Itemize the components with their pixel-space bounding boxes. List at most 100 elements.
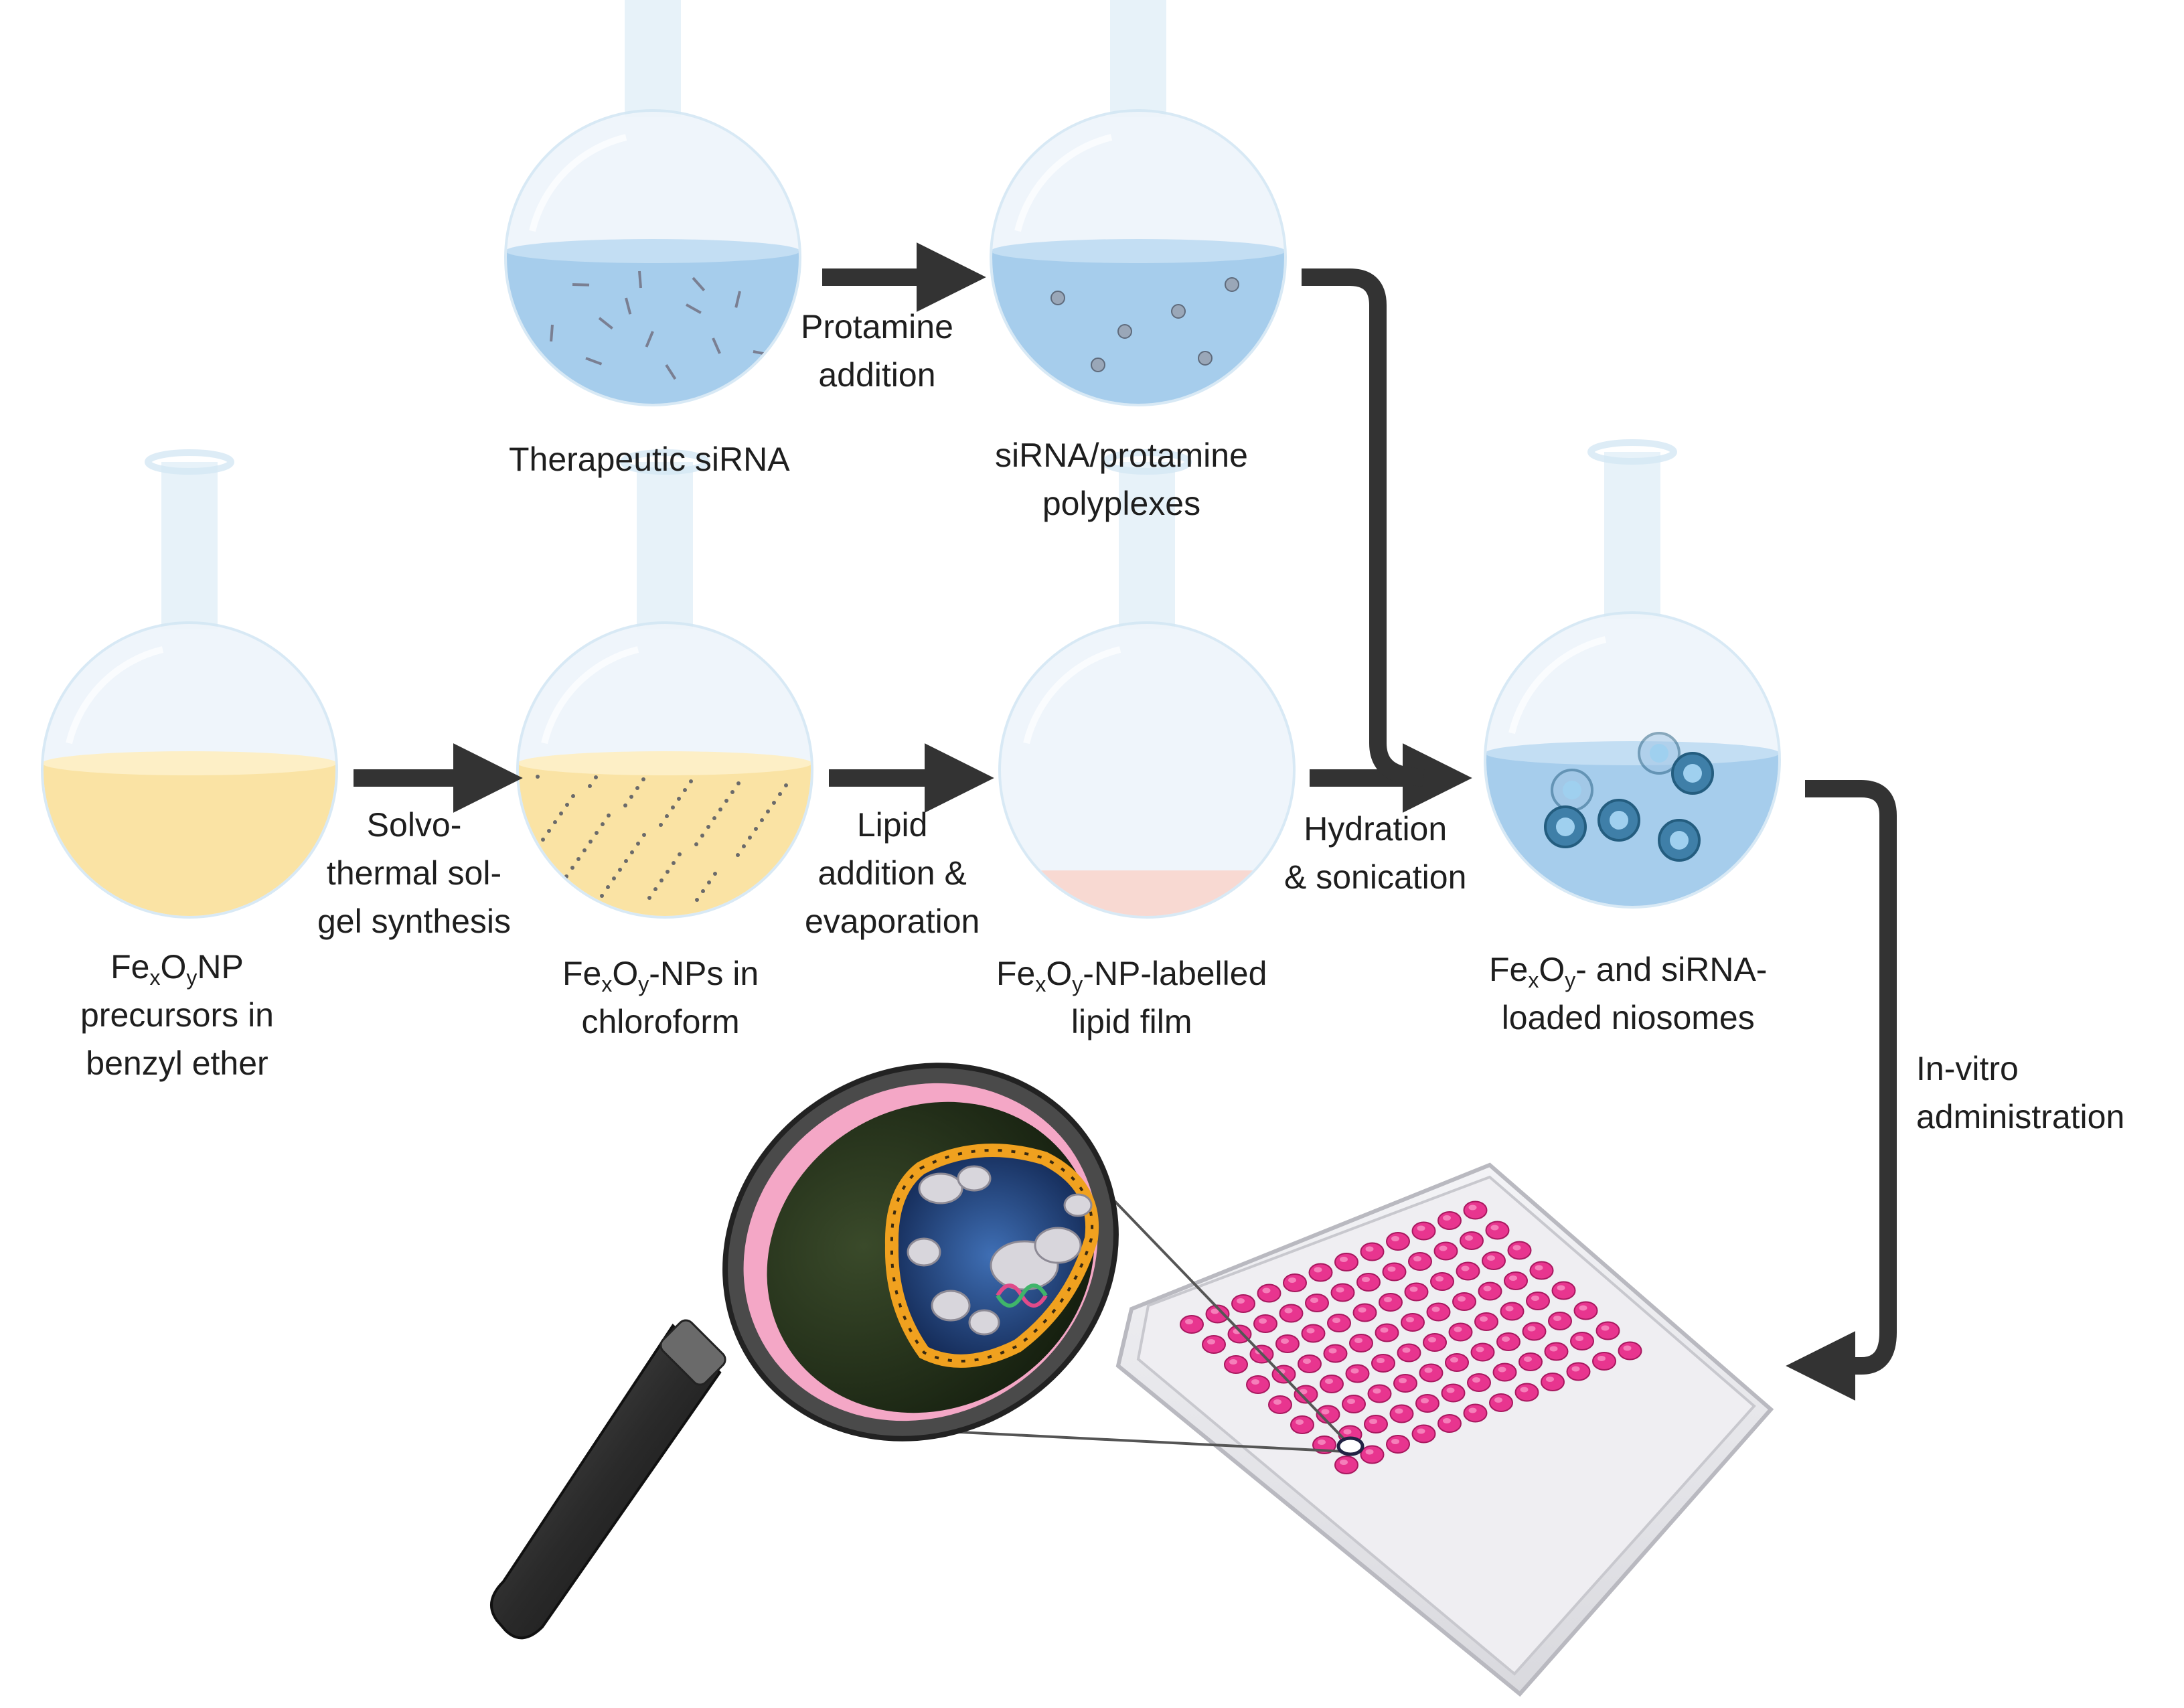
well: [1522, 1322, 1547, 1341]
well: [1349, 1334, 1373, 1352]
well: [1364, 1415, 1388, 1433]
label-therapeutic-sirna: Therapeutic siRNA: [509, 441, 790, 478]
well: [1419, 1363, 1444, 1383]
well: [1345, 1364, 1370, 1383]
well: [1570, 1332, 1594, 1350]
well: [1452, 1292, 1476, 1311]
polyplex-blobs: [907, 1165, 1093, 1336]
well: [1514, 1383, 1539, 1402]
well: [1478, 1282, 1502, 1301]
well: [1379, 1293, 1403, 1312]
process-arrows: [354, 242, 1897, 1401]
label-protamine-step: Protamine addition: [801, 308, 953, 394]
well: [1298, 1354, 1322, 1373]
well: [1397, 1343, 1421, 1363]
flask-therapeutic-sirna: [504, 0, 801, 406]
well: [1308, 1263, 1333, 1282]
label-lipid-step: Lipid addition & evaporation: [805, 806, 980, 940]
magnifier-handle: [490, 1323, 722, 1640]
well: [1456, 1261, 1480, 1281]
well: [1386, 1232, 1410, 1251]
well: [1526, 1292, 1550, 1310]
well: [1305, 1294, 1329, 1312]
well: [1334, 1456, 1358, 1474]
well-plate: [1115, 1162, 1774, 1697]
well: [1485, 1221, 1510, 1240]
well: [1489, 1393, 1513, 1412]
flask-nps-chloroform: [516, 449, 813, 919]
well: [1411, 1221, 1436, 1241]
well: [1445, 1353, 1469, 1372]
well: [1463, 1403, 1488, 1423]
well: [1330, 1283, 1355, 1302]
well: [1202, 1335, 1226, 1354]
well: [1301, 1324, 1326, 1343]
well: [1342, 1395, 1366, 1413]
well: [1393, 1374, 1417, 1393]
well: [1334, 1253, 1358, 1271]
well: [1551, 1281, 1576, 1300]
well: [1482, 1251, 1506, 1270]
well: [1463, 1200, 1488, 1220]
well: [1423, 1333, 1447, 1352]
well: [1467, 1373, 1491, 1392]
well: [1401, 1313, 1425, 1332]
well: [1408, 1252, 1432, 1271]
well: [1283, 1273, 1307, 1292]
well: [1492, 1363, 1517, 1382]
well: [1180, 1315, 1204, 1334]
well: [1430, 1272, 1454, 1291]
well: [1257, 1284, 1281, 1303]
well: [1504, 1271, 1528, 1290]
well: [1500, 1302, 1525, 1321]
well: [1573, 1301, 1598, 1320]
well: [1367, 1384, 1392, 1403]
flask-polyplexes: [990, 0, 1287, 406]
well: [1544, 1342, 1569, 1361]
flask-precursors: [41, 449, 338, 919]
well: [1404, 1282, 1429, 1302]
well: [1389, 1404, 1414, 1423]
well: [1437, 1414, 1462, 1433]
well: [1290, 1415, 1314, 1434]
well: [1566, 1362, 1591, 1381]
sirna-helix: [996, 1284, 1048, 1308]
label-nps-chloroform: FexOy-NPs in chloroform: [562, 955, 759, 1040]
label-solvothermal-step: Solvo- thermal sol- gel synthesis: [317, 806, 512, 940]
label-invitro-step: In-vitro administration: [1916, 1050, 2125, 1136]
well: [1470, 1342, 1495, 1362]
well: [1386, 1435, 1410, 1454]
well: [1507, 1241, 1532, 1260]
label-lipid-film: FexOy-NP-labelled lipid film: [996, 955, 1267, 1040]
well: [1224, 1355, 1248, 1374]
well: [1246, 1375, 1270, 1394]
well: [1356, 1273, 1381, 1292]
well: [1382, 1262, 1407, 1282]
well: [1275, 1334, 1300, 1353]
well: [1231, 1294, 1255, 1313]
well: [1327, 1314, 1351, 1332]
well: [1618, 1341, 1642, 1361]
well: [1360, 1242, 1385, 1261]
well: [1548, 1312, 1572, 1330]
well: [1268, 1395, 1292, 1414]
well: [1441, 1383, 1466, 1403]
highlighted-well: [1336, 1436, 1364, 1456]
magnifying-glass-icon: [490, 1063, 1119, 1640]
label-hydration-step: Hydration & sonication: [1284, 810, 1467, 896]
arrow-polyplex-to-hydration: [1302, 268, 1425, 787]
well: [1352, 1303, 1377, 1322]
well: [1375, 1323, 1399, 1342]
well: [1411, 1424, 1436, 1444]
well: [1529, 1261, 1554, 1280]
well: [1371, 1354, 1395, 1373]
well: [1323, 1344, 1348, 1363]
flask-niosomes: [1484, 439, 1781, 909]
well: [1320, 1375, 1344, 1393]
well: [1415, 1394, 1439, 1413]
well: [1592, 1352, 1616, 1371]
well: [1541, 1373, 1565, 1391]
well: [1360, 1445, 1385, 1464]
